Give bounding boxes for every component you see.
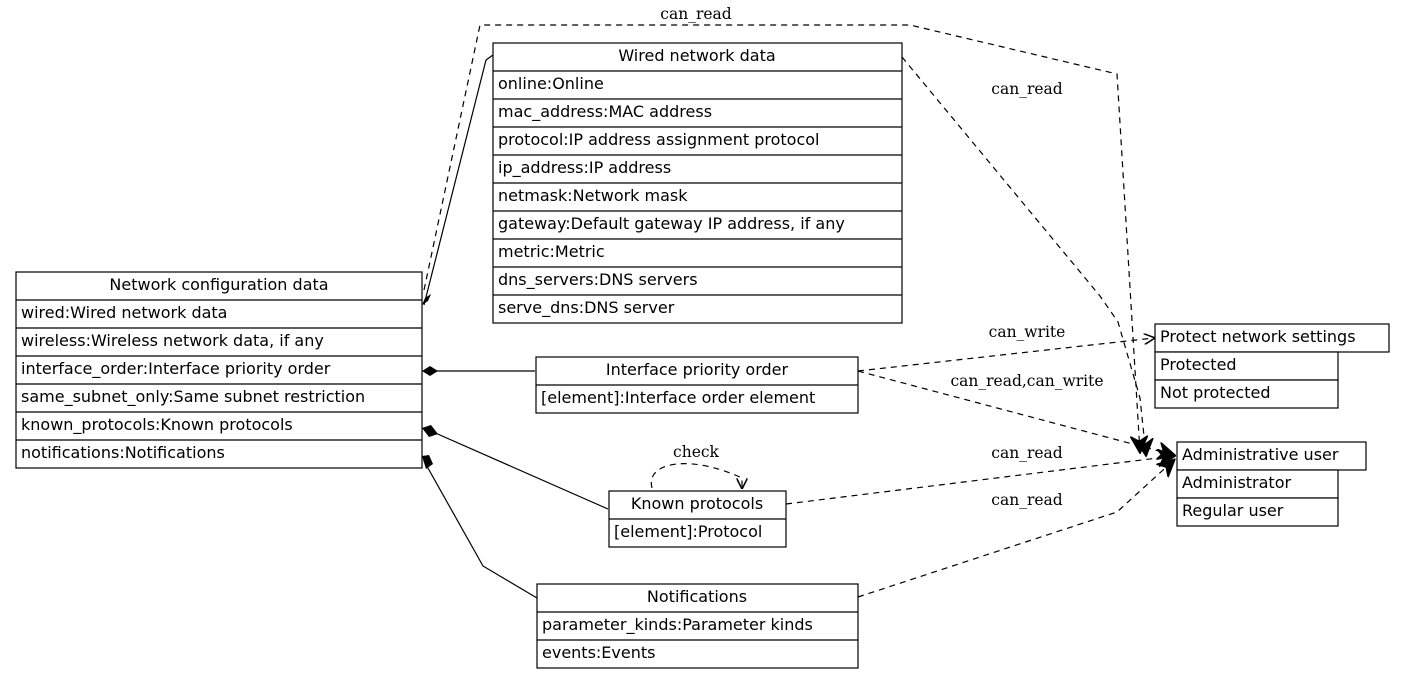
class-box-known-protocols: Known protocols [element]:Protocol: [608, 490, 787, 548]
composition-edge-notifications: [423, 460, 538, 599]
class-row: dns_servers:DNS servers: [498, 270, 698, 290]
edge-label-top-can-read: can_read: [660, 5, 731, 23]
composition-diamond-wired: [422, 294, 431, 305]
class-title: Notifications: [647, 587, 747, 606]
edge-label-wired-can-read: can_read: [991, 80, 1062, 98]
class-box-protect-network-settings: Protect network settings Protected Not p…: [1154, 323, 1390, 409]
dependency-edge-check-self: [650, 463, 742, 488]
class-title: Wired network data: [618, 46, 775, 65]
class-title: Interface priority order: [606, 360, 789, 379]
class-box-notifications: Notifications parameter_kinds:Parameter …: [536, 583, 859, 669]
class-box-network-configuration-data: Network configuration data wired:Wired n…: [15, 271, 423, 469]
class-row: notifications:Notifications: [21, 443, 225, 462]
dependency-edge-known-can-read: [785, 456, 1174, 505]
class-row: Not protected: [1160, 383, 1270, 402]
class-title: Known protocols: [631, 494, 763, 513]
class-title: Network configuration data: [109, 275, 328, 294]
class-row: metric:Metric: [498, 242, 605, 261]
class-row: events:Events: [542, 643, 655, 662]
dependency-edge-top-can-read: [423, 24, 1140, 452]
composition-edge-wired: [423, 54, 494, 306]
edge-label-iface-can-write: can_write: [989, 323, 1066, 341]
class-row: netmask:Network mask: [498, 186, 688, 205]
class-row: [element]:Interface order element: [541, 388, 815, 407]
dependency-edge-wired-can-read: [901, 56, 1146, 455]
class-row: [element]:Protocol: [614, 522, 762, 541]
class-row: Protected: [1160, 355, 1237, 374]
edge-label-known-can-read: can_read: [991, 444, 1062, 462]
class-row: wireless:Wireless network data, if any: [21, 331, 324, 350]
dependency-edge-iface-can-write: [857, 338, 1154, 372]
composition-diamond-interface-order: [422, 366, 438, 376]
class-box-interface-priority-order: Interface priority order [element]:Inter…: [535, 356, 859, 414]
class-row: wired:Wired network data: [21, 303, 227, 322]
edge-labels: can_read can_read can_write can_read,can…: [660, 5, 1103, 509]
dependency-edge-notif-can-read: [857, 460, 1174, 598]
class-title: Administrative user: [1182, 445, 1339, 464]
class-row: Administrator: [1182, 473, 1291, 492]
class-row: online:Online: [498, 74, 604, 93]
class-box-administrative-user: Administrative user Administrator Regula…: [1176, 441, 1367, 527]
composition-diamond-known-protocols: [422, 425, 438, 437]
class-row: known_protocols:Known protocols: [21, 415, 293, 435]
composition-diamond-notifications: [422, 455, 433, 469]
class-row: serve_dns:DNS server: [498, 298, 675, 318]
edge-label-notif-can-read: can_read: [991, 491, 1062, 509]
composition-edge-known-protocols: [423, 427, 609, 510]
class-row: interface_order:Interface priority order: [21, 359, 331, 379]
class-row: gateway:Default gateway IP address, if a…: [498, 214, 845, 233]
class-title: Protect network settings: [1160, 327, 1356, 346]
edge-label-iface-can-read-write: can_read,can_write: [950, 372, 1103, 390]
class-row: ip_address:IP address: [498, 158, 671, 178]
class-row: parameter_kinds:Parameter kinds: [542, 615, 813, 635]
class-row: same_subnet_only:Same subnet restriction: [21, 387, 365, 407]
class-row: protocol:IP address assignment protocol: [498, 130, 819, 149]
class-box-wired-network-data: Wired network data online:Online mac_add…: [492, 42, 903, 324]
class-row: Regular user: [1182, 501, 1284, 520]
edges: [422, 24, 1174, 599]
edge-label-check: check: [673, 443, 720, 461]
class-row: mac_address:MAC address: [498, 102, 712, 122]
